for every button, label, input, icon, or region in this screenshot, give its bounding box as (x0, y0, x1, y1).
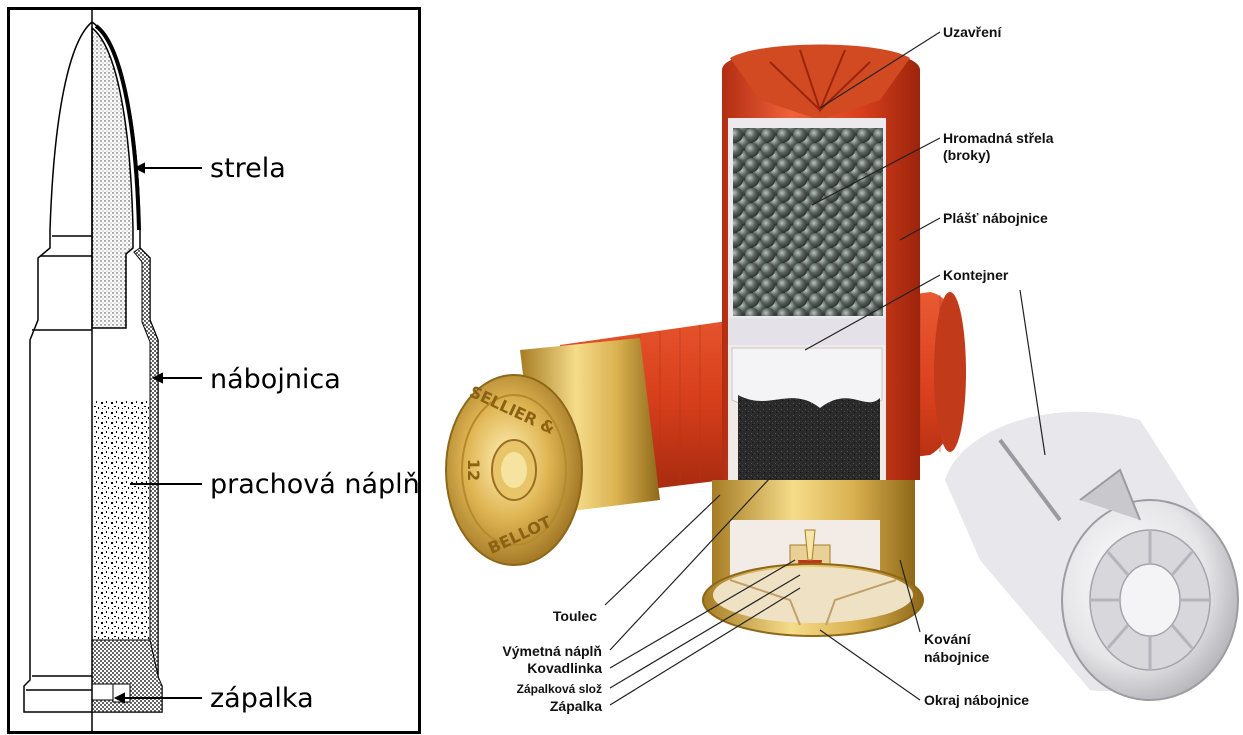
label-primer-compound: Zápalková slož (517, 682, 602, 696)
label-propellant: Výmetná náplň (502, 643, 602, 659)
label-anvil: Kovadlinka (527, 660, 602, 676)
label-shot-line2: (broky) (943, 147, 990, 163)
label-primer-right: Zápalka (550, 698, 602, 714)
label-head-line1: Kování (924, 631, 972, 647)
headstamp-gauge: 12 (464, 459, 483, 481)
shotgun-shell-diagram: SELLIER & BELLOT 12 (428, 0, 1243, 735)
powder-charge (93, 400, 149, 640)
shot-pellets (733, 128, 883, 316)
bullet-section (92, 28, 133, 328)
label-toulec: Toulec (553, 608, 597, 624)
cutaway-shell (703, 45, 923, 637)
label-rim: Okraj nábojnice (924, 692, 1029, 708)
label-case: nábojnica (210, 364, 341, 395)
shotgun-shell-svg: SELLIER & BELLOT 12 (428, 0, 1243, 735)
label-wad: Kontejner (943, 267, 1009, 283)
rifle-cartridge-diagram: strela nábojnica prachová náplň zápalka (0, 0, 428, 735)
label-primer: zápalka (210, 683, 314, 714)
label-shot-line1: Hromadná střela (943, 130, 1054, 146)
rifle-cartridge-svg: strela nábojnica prachová náplň zápalka (0, 0, 428, 735)
label-head-line2: nábojnice (924, 649, 990, 665)
label-closure: Uzavření (943, 24, 1002, 40)
label-bullet: strela (210, 153, 286, 184)
label-hull: Plášť nábojnice (943, 210, 1048, 226)
label-powder: prachová náplň (210, 469, 420, 500)
